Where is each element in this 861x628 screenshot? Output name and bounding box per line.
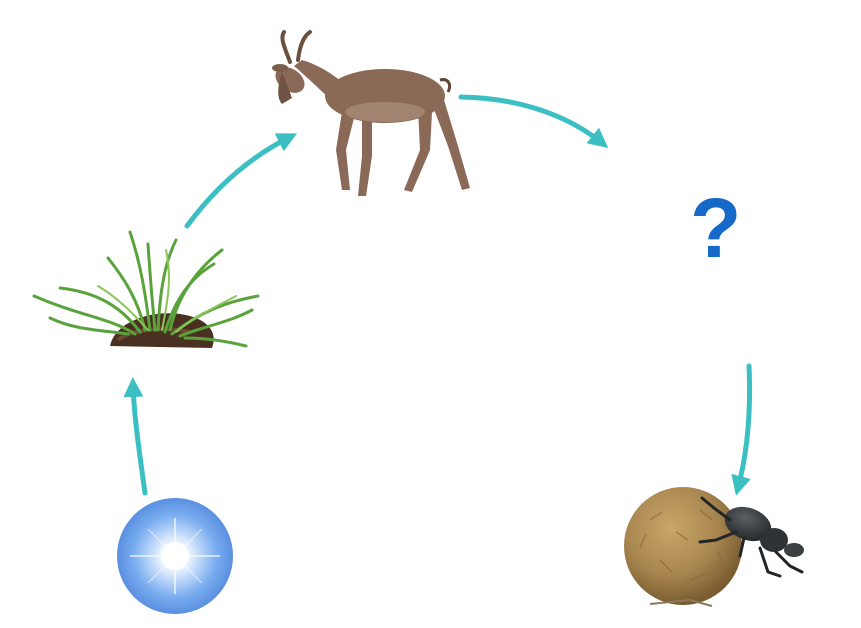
- unknown-question-mark: ?: [690, 178, 740, 278]
- sun-icon: [117, 498, 233, 614]
- grass-icon: [34, 232, 258, 348]
- arrow-sun-to-grass: [133, 385, 145, 493]
- arrow-antelope-to-unknown: [461, 97, 602, 143]
- arrow-unknown-to-dung-beetle: [738, 366, 750, 488]
- dung-beetle-icon: [624, 487, 804, 606]
- arrow-grass-to-antelope: [187, 137, 290, 226]
- arrows: [133, 97, 750, 493]
- antelope-icon: [271, 32, 470, 196]
